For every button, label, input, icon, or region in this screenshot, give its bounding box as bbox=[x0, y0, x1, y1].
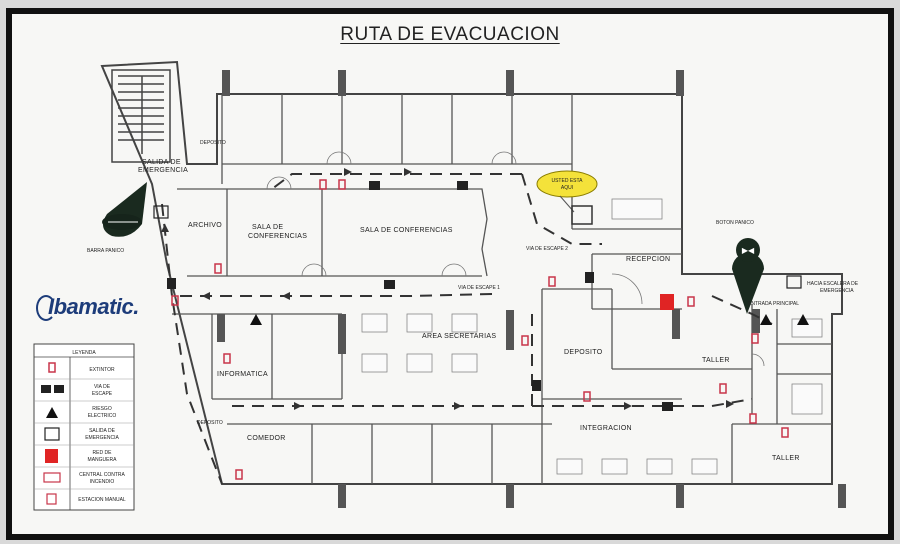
label-archivo: ARCHIVO bbox=[188, 222, 222, 229]
legend-box: LEYENDA EXTINTOR VIA DE E bbox=[33, 343, 135, 511]
legend-symbol-salida-emergencia bbox=[44, 427, 60, 441]
legend-symbol-estacion-manual bbox=[46, 493, 57, 505]
legend-title: LEYENDA bbox=[72, 350, 96, 356]
label-taller-1: TALLER bbox=[702, 357, 730, 364]
interior-walls bbox=[172, 94, 832, 484]
legend-label: VIA DE bbox=[94, 384, 111, 390]
door-swings bbox=[266, 151, 765, 367]
label-informatica: INFORMATICA bbox=[217, 371, 268, 378]
label-deposito-left: DEPOSITO bbox=[200, 140, 226, 146]
plan-title: RUTA DE EVACUACION bbox=[340, 24, 560, 45]
outer-walls bbox=[100, 60, 843, 485]
callout-line1: USTED ESTA bbox=[551, 178, 583, 184]
room-labels: SALIDA DE EMERGENCIA BARRA PANICO ARCHIV… bbox=[87, 140, 859, 462]
legend-symbol-via-escape bbox=[41, 385, 64, 393]
legend-label: RIESGO bbox=[92, 406, 112, 412]
extinguisher-markers bbox=[171, 179, 789, 480]
legend-label: EXTINTOR bbox=[89, 367, 115, 373]
company-logo: Ibamatic. bbox=[36, 294, 139, 322]
label-sala-conferencias-big: SALA DE CONFERENCIAS bbox=[360, 227, 453, 234]
label-salida-emergencia-1: SALIDA DE bbox=[142, 159, 181, 166]
legend-label: EMERGENCIA bbox=[85, 435, 119, 441]
label-taller-2: TALLER bbox=[772, 455, 800, 462]
legend-label: CENTRAL CONTRA bbox=[79, 472, 125, 478]
legend-label: ESTACION MANUAL bbox=[78, 497, 126, 503]
svg-text:▶◀: ▶◀ bbox=[742, 246, 755, 255]
legend-symbol-red-manguera bbox=[45, 449, 58, 463]
label-entrada-principal: ENTRADA PRINCIPAL bbox=[748, 301, 799, 307]
label-deposito-center: DEPOSITO bbox=[564, 349, 603, 356]
legend-label: SALIDA DE bbox=[89, 428, 116, 434]
legend-symbol-central-incendio bbox=[43, 472, 61, 483]
furniture bbox=[361, 198, 823, 475]
label-sala-conferencias-1: SALA DE bbox=[252, 224, 283, 231]
exit-direction-signs bbox=[167, 181, 673, 411]
legend-label: MANGUERA bbox=[88, 457, 118, 463]
legend-label: RED DE bbox=[93, 450, 113, 456]
label-integracion: INTEGRACION bbox=[580, 425, 632, 432]
stairwell bbox=[111, 69, 171, 163]
label-via-escape-1: VIA DE ESCAPE 1 bbox=[458, 285, 500, 291]
legend-label: INCENDIO bbox=[90, 479, 115, 485]
label-sala-conferencias-2: CONFERENCIAS bbox=[248, 233, 307, 240]
label-area-secretarias: AREA SECRETARIAS bbox=[422, 333, 496, 340]
label-recepcion: RECEPCION bbox=[626, 256, 670, 263]
legend-label: ELECTRICO bbox=[88, 413, 117, 419]
logo-text: Ibamatic. bbox=[48, 294, 139, 319]
panic-button-marker: ▶◀ bbox=[732, 238, 764, 314]
floor-plan-board: RUTA DE EVACUACION Ibamatic. bbox=[12, 14, 888, 534]
emergency-exit-signs bbox=[153, 205, 802, 289]
you-are-here-box bbox=[571, 205, 593, 225]
label-barra-panico: BARRA PANICO bbox=[87, 248, 124, 254]
floor-plan: ▶◀ USTED ESTA AQUI SALIDA DE EMERGENCIA … bbox=[33, 60, 859, 511]
label-deposito-small: DEPOSITO bbox=[197, 420, 223, 426]
electric-risk-markers bbox=[250, 314, 809, 325]
fire-hose-marker bbox=[660, 294, 674, 310]
label-hacia-escalera-1: HACIA ESCALERA DE bbox=[807, 281, 859, 287]
legend-symbol-riesgo-electrico bbox=[46, 407, 58, 418]
legend-label: ESCAPE bbox=[92, 391, 113, 397]
evacuation-sign-frame: RUTA DE EVACUACION Ibamatic. bbox=[6, 8, 894, 540]
panic-bar-marker bbox=[102, 182, 147, 237]
you-are-here-callout: USTED ESTA AQUI bbox=[536, 170, 598, 213]
label-hacia-escalera-2: EMERGENCIA bbox=[820, 288, 854, 294]
label-via-escape-2: VIA DE ESCAPE 2 bbox=[526, 246, 568, 252]
callout-line2: AQUI bbox=[561, 185, 573, 191]
legend-symbol-extintor bbox=[48, 362, 56, 373]
label-comedor: COMEDOR bbox=[247, 435, 286, 442]
route-arrows bbox=[161, 168, 734, 410]
label-salida-emergencia-2: EMERGENCIA bbox=[138, 167, 188, 174]
label-boton-panico: BOTON PANICO bbox=[716, 220, 754, 226]
pillars bbox=[217, 70, 846, 508]
